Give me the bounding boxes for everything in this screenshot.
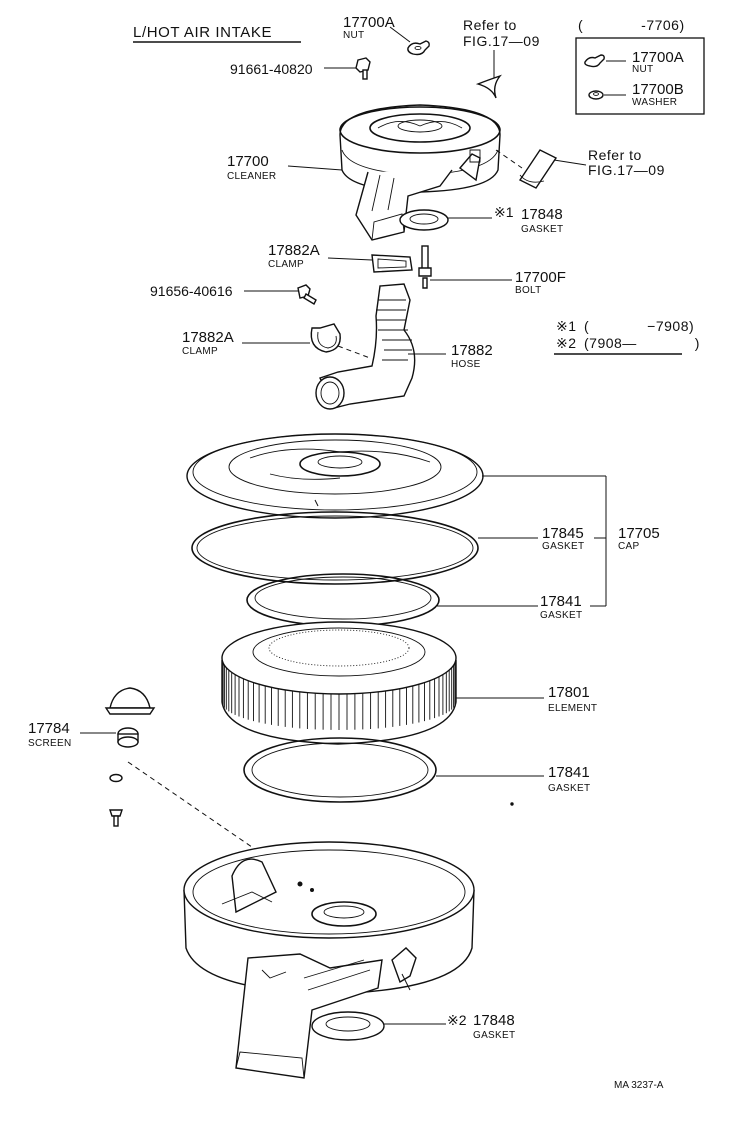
- gasket-icon: [243, 737, 437, 803]
- washer-icon: [588, 90, 604, 100]
- callout-part-no: 17841: [540, 593, 582, 610]
- inset-item-name: NUT: [632, 64, 653, 75]
- gasket-icon: [399, 209, 449, 231]
- callout-part-name: GASKET: [540, 610, 582, 621]
- callout-mark: ※2: [447, 1012, 467, 1028]
- gasket-icon: [311, 1011, 385, 1041]
- footnote-mark: ※2: [556, 335, 577, 351]
- diagram-title: L/HOT AIR INTAKE: [133, 24, 272, 41]
- inset-box: ( -7706) 17700A NUT 17700B WASHER: [575, 17, 705, 115]
- callout-part-no: 17841: [548, 764, 590, 781]
- clamp-icon: [371, 254, 413, 273]
- callout-part-name: CAP: [618, 541, 639, 552]
- callout-part-name: CLAMP: [268, 259, 304, 270]
- hose-icon: [315, 283, 416, 410]
- callout-part-name: HOSE: [451, 359, 481, 370]
- bolt-icon: [418, 245, 432, 289]
- reference-line2: FIG.17—09: [463, 33, 540, 49]
- callout-part-no: 17700A: [343, 14, 395, 31]
- wing-nut-icon: [584, 54, 605, 68]
- wing-nut-icon: [407, 40, 430, 56]
- callout-part-name: GASKET: [548, 783, 590, 794]
- screw-icon: [109, 809, 123, 827]
- callout-part-name: GASKET: [473, 1030, 515, 1041]
- bolt-icon: [355, 57, 371, 80]
- callout-part-no: 91661-40820: [230, 61, 313, 77]
- callout-part-name: GASKET: [521, 224, 563, 235]
- callout-part-name: NUT: [343, 30, 364, 41]
- callout-part-name: BOLT: [515, 285, 542, 296]
- inset-item-part-no: 17700A: [632, 49, 684, 66]
- gasket-icon: [191, 511, 479, 585]
- callout-mark: ※1: [494, 204, 514, 220]
- callout-part-name: GASKET: [542, 541, 584, 552]
- callout-part-name: SCREEN: [28, 738, 71, 749]
- inset-item-part-no: 17700B: [632, 81, 684, 98]
- footnote-range: ( −7908): [584, 318, 694, 334]
- reference-line2: FIG.17—09: [588, 162, 665, 178]
- callout-part-no: 17801: [548, 684, 590, 701]
- filter-element-icon: [221, 621, 457, 745]
- callout-part-no: 17848: [473, 1012, 515, 1029]
- callout-part-no: 17882: [451, 342, 493, 359]
- air-cleaner-assembly: [339, 104, 501, 241]
- screen-icon: [117, 727, 139, 748]
- callout-part-no: 17705: [618, 525, 660, 542]
- callout-part-no: 17848: [521, 206, 563, 223]
- washer-icon: [109, 773, 123, 783]
- callout-part-no: 17845: [542, 525, 584, 542]
- callout-part-no: 17882A: [182, 329, 234, 346]
- inset-range: ( -7706): [578, 17, 685, 33]
- callout-part-no: 17882A: [268, 242, 320, 259]
- callout-part-no: 91656-40616: [150, 283, 233, 299]
- bolt-icon: [297, 284, 317, 305]
- diagram-code: MA 3237-A: [614, 1080, 664, 1091]
- clip-icon: [475, 74, 503, 99]
- screen-housing-icon: [104, 687, 156, 715]
- hot-air-band-icon: [518, 149, 558, 189]
- callout-part-no: 17700F: [515, 269, 566, 286]
- callout-part-no: 17784: [28, 720, 70, 737]
- callout-part-name: ELEMENT: [548, 703, 597, 714]
- callout-part-no: 17700: [227, 153, 269, 170]
- clamp-icon: [310, 323, 341, 353]
- footnote-range: (7908— ): [584, 335, 700, 351]
- inset-item-name: WASHER: [632, 97, 677, 108]
- cleaner-body-icon: [183, 841, 475, 1079]
- callout-part-name: CLAMP: [182, 346, 218, 357]
- cap-icon: [186, 433, 484, 519]
- callout-part-name: CLEANER: [227, 171, 276, 182]
- reference-line1: Refer to: [588, 147, 642, 163]
- gasket-icon: [246, 573, 440, 627]
- footnote-mark: ※1: [556, 318, 577, 334]
- reference-line1: Refer to: [463, 17, 517, 33]
